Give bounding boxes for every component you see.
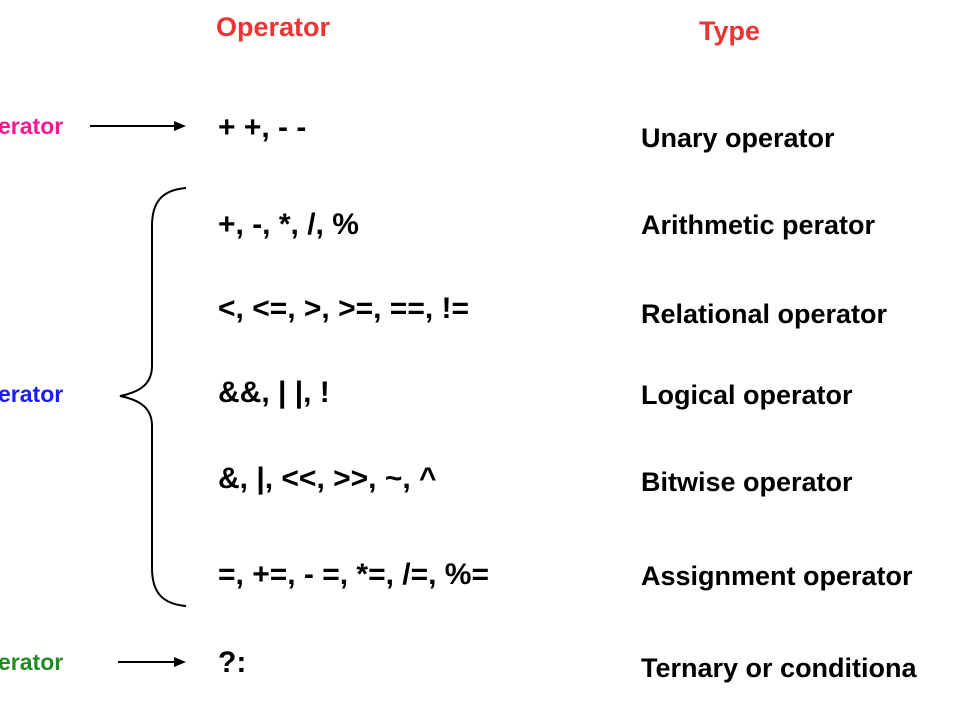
operator-row-unary: + +, - -: [218, 111, 307, 144]
type-column-header: Type: [699, 16, 761, 46]
operator-row-logical: &&, | |, !: [218, 376, 330, 409]
operator-row-assignment: =, +=, - =, *=, /=, %=: [218, 558, 489, 591]
type-row-assignment: Assignment operator: [641, 561, 913, 591]
type-row-logical: Logical operator: [641, 380, 853, 410]
type-row-unary: Unary operator: [641, 123, 835, 153]
ternary-category-label: erator: [0, 649, 64, 675]
operator-row-ternary: ?:: [218, 646, 247, 679]
binary-brace: [119, 187, 187, 607]
type-row-bitwise: Bitwise operator: [641, 467, 853, 497]
operator-column-header: Operator: [216, 12, 331, 42]
type-row-ternary: Ternary or conditiona: [641, 653, 917, 683]
operator-row-arithmetic: +, -, *, /, %: [218, 208, 359, 241]
binary-category-label: erator: [0, 381, 64, 407]
operator-row-bitwise: &, |, <<, >>, ~, ^: [218, 462, 437, 495]
type-row-relational: Relational operator: [641, 299, 888, 329]
type-row-arithmetic: Arithmetic perator: [641, 210, 876, 240]
unary-category-label: erator: [0, 113, 64, 139]
operator-row-relational: <, <=, >, >=, ==, !=: [218, 292, 470, 325]
